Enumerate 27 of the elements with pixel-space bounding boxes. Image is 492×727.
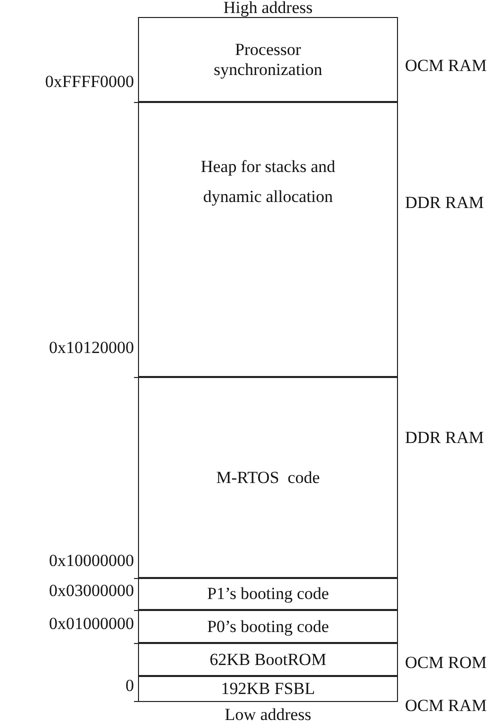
- address-label: 0x10000000: [49, 551, 134, 571]
- memory-type-label: DDR RAM: [405, 428, 484, 448]
- memory-region: [138, 17, 398, 103]
- memory-region: [138, 675, 398, 702]
- memory-type-label: OCM ROM: [405, 653, 487, 673]
- region-label: P0’s booting code: [207, 616, 329, 636]
- address-label: 0: [126, 676, 134, 696]
- region-label: M-RTOS code: [216, 468, 320, 488]
- address-direction-label: High address: [222, 0, 314, 18]
- region-label: Heap for stacks and dynamic allocation: [200, 156, 336, 208]
- memory-region: [138, 642, 398, 677]
- region-label: Processor synchronization: [212, 40, 324, 80]
- region-label: 62KB BootROM: [210, 650, 326, 670]
- memory-type-label: DDR RAM: [405, 193, 484, 213]
- address-direction-label: Low address: [224, 705, 312, 725]
- region-label: 192KB FSBL: [221, 678, 315, 698]
- memory-type-label: OCM RAM: [405, 56, 487, 76]
- memory-region: [138, 376, 398, 579]
- address-label: 0x10120000: [49, 338, 134, 358]
- address-label: 0x01000000: [49, 614, 134, 634]
- memory-region: [138, 577, 398, 611]
- memory-region: [138, 609, 398, 644]
- address-label: 0xFFFF0000: [45, 72, 134, 92]
- region-label: P1’s booting code: [207, 584, 329, 604]
- address-label: 0x03000000: [49, 581, 134, 601]
- memory-region: [138, 101, 398, 378]
- memory-type-label: OCM RAM: [405, 696, 487, 716]
